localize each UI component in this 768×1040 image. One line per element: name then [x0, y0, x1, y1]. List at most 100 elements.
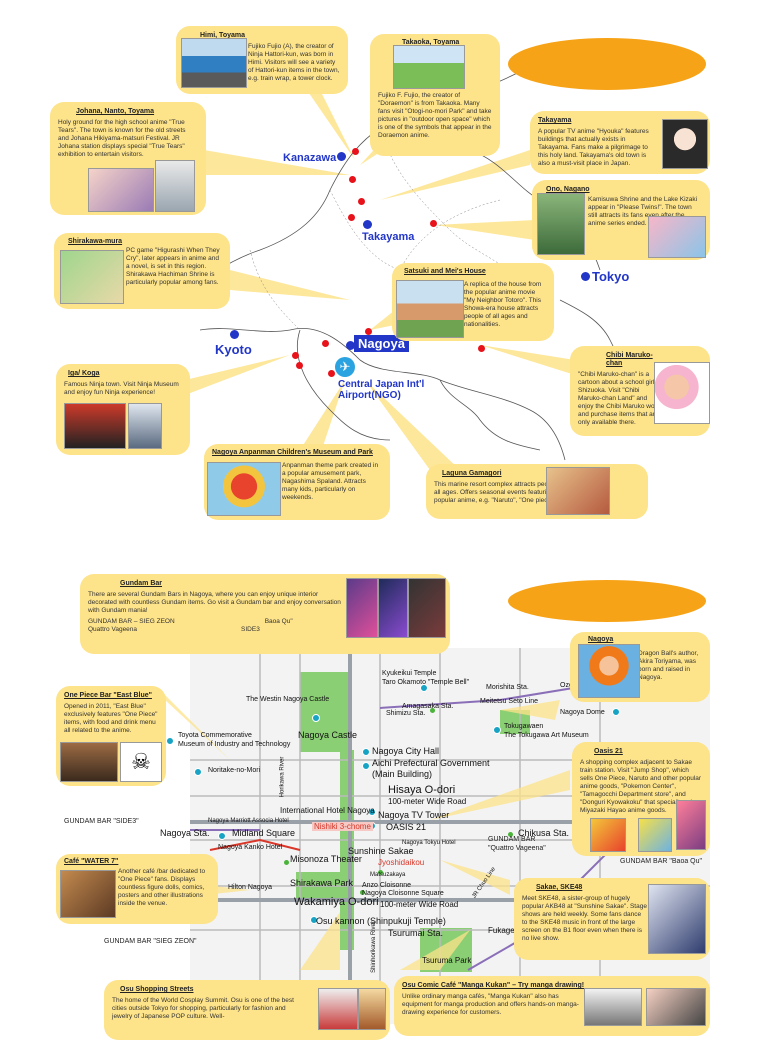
lm-nishiki: Nishiki 3-chome — [312, 822, 373, 831]
gundam-bar-sieg: GUNDAM BAR – SIEG ZEON — [88, 618, 175, 625]
lm-jyoshi: Jyoshidaikou — [378, 858, 425, 867]
pin — [348, 214, 355, 221]
lm-amagasaka: Amagasaka Sta. — [402, 703, 454, 710]
pin — [322, 340, 329, 347]
title-oval-top — [508, 38, 706, 90]
city-dot — [346, 341, 355, 350]
skull-icon: ☠ — [120, 742, 162, 782]
landmark-dot — [493, 726, 501, 734]
landmark-dot — [166, 737, 174, 745]
pin — [328, 370, 335, 377]
lm-anzo: Anzo Cloisonne — [362, 882, 412, 889]
gundam-bar-baoa: Baoa Qu" — [264, 618, 293, 625]
lm-wide-road1: 100-meter Wide Road — [388, 797, 467, 806]
station-dot — [360, 890, 365, 895]
lm-toyota1: Toyota Commemorative — [178, 732, 252, 739]
landmark-dot — [368, 808, 376, 816]
lm-fukiage: Fukage — [488, 926, 515, 935]
lm-shimizu: Shimizu Sta. — [386, 710, 426, 717]
photo-totoro-house — [396, 280, 464, 338]
lm-kyudai1: Kyukeikui Temple — [382, 670, 437, 677]
gundam-marker-quattro-1: GUNDAM BAR — [488, 836, 536, 843]
photo-hyouka — [662, 119, 708, 169]
lm-midland: Midland Square — [232, 828, 296, 838]
lm-horikawa: Horikawa River — [279, 756, 286, 798]
city-dot — [230, 330, 239, 339]
top-map: Kanazawa Takayama Tokyo Kyoto Nagoya ✈ C… — [50, 26, 710, 520]
lm-osu-kannon: Osu kannon (Shinpukuji Temple) — [316, 916, 446, 926]
lm-nagoya-castle: Nagoya Castle — [298, 730, 358, 740]
gundam-marker-side3: GUNDAM BAR "SIDE3" — [64, 818, 139, 825]
airplane-icon: ✈ — [335, 357, 355, 377]
lm-kyudai2: Taro Okamoto "Temple Bell" — [382, 679, 470, 686]
lm-wakamiya: Wakamiya O-dori — [294, 896, 379, 908]
station-dot — [430, 708, 435, 713]
photo-east-blue — [60, 742, 118, 782]
photo-shrine — [537, 193, 585, 255]
photo-manga-2 — [646, 988, 706, 1026]
photo-ninja-2 — [128, 403, 162, 449]
lm-tv-tower: Nagoya TV Tower — [378, 810, 450, 820]
pin — [296, 362, 303, 369]
lm-city-hall: Nagoya City Hall — [372, 746, 440, 756]
title-oval-bottom — [508, 580, 706, 622]
lm-tokugawa1: Tokugawaen — [504, 723, 544, 730]
map-coastline — [175, 59, 641, 470]
photo-gundam-2 — [378, 578, 408, 638]
gundam-bar-side3: SIDE3 — [241, 626, 260, 633]
pin — [352, 148, 359, 155]
photo-oasis-2 — [638, 818, 672, 852]
bottom-map: Kyukeikui Temple Taro Okamoto "Temple Be… — [0, 560, 768, 1040]
photo-anpanman — [207, 462, 281, 516]
lm-shirakawa: Shirakawa Park — [290, 878, 354, 888]
photo-osu-2 — [358, 988, 386, 1030]
gundam-marker-sieg: GUNDAM BAR "SIEG ZEON" — [104, 938, 197, 945]
photo-osu-1 — [318, 988, 358, 1030]
photo-oasis-3 — [676, 800, 706, 850]
lm-aichi2: (Main Building) — [372, 769, 433, 779]
photo-dragonball — [578, 644, 640, 698]
photo-true-tears — [88, 168, 154, 212]
pin — [365, 328, 372, 335]
card-oasis21: Oasis 21 A shopping complex adjacent to … — [572, 742, 710, 856]
landmark-dot — [218, 832, 226, 840]
lm-nagoya-dome: Nagoya Dome — [560, 709, 605, 716]
landmark-dot — [362, 748, 370, 756]
lm-aichi1: Aichi Prefectural Government — [372, 758, 490, 768]
gundam-marker-baoa: GUNDAM BAR "Baoa Qu" — [620, 858, 702, 865]
lm-nagoya-sta: Nagoya Sta. — [160, 828, 210, 838]
lm-oasis21: OASIS 21 — [386, 822, 427, 832]
landmark-dot — [312, 714, 320, 722]
lm-intl-hotel: International Hotel Nagoya — [280, 806, 375, 815]
city-dot — [363, 220, 372, 229]
lm-hotta-river: Shinhorikawa River — [370, 921, 377, 973]
photo-maruko — [654, 362, 710, 424]
city-dot — [337, 152, 346, 161]
lm-misonoza: Misonoza Theater — [290, 854, 362, 864]
city-kyoto: Kyoto — [215, 342, 252, 357]
station-dot — [508, 832, 513, 837]
station-dot — [284, 860, 289, 865]
landmark-dot — [194, 768, 202, 776]
gundam-bar-quattro: Quattro Vageena — [88, 626, 138, 633]
city-kanazawa: Kanazawa — [283, 152, 337, 164]
photo-higurashi — [60, 250, 124, 304]
lm-morishita: Morishita Sta. — [486, 684, 529, 691]
pin — [292, 352, 299, 359]
photo-station — [155, 160, 195, 212]
city-nagoya: Nagoya — [354, 335, 409, 352]
lm-matsuzakaya: Matsuzakaya — [370, 872, 406, 878]
photo-gundam-1 — [346, 578, 378, 638]
city-dot — [581, 272, 590, 281]
gundam-marker-quattro-2: "Quattro Vageena" — [488, 845, 546, 852]
photo-please-twins — [648, 216, 706, 258]
photo-train — [181, 38, 247, 88]
lm-chikusa: Chikusa Sta. — [518, 828, 570, 838]
lm-tsurumai-park: Tsuruma Park — [422, 956, 472, 965]
city-takayama: Takayama — [362, 231, 415, 243]
pin — [430, 220, 437, 227]
airport-label-1: Central Japan Int'l — [338, 379, 425, 390]
photo-gundam-3 — [408, 578, 446, 638]
photo-laguna — [546, 467, 610, 515]
photo-doraemon-park — [393, 45, 465, 89]
